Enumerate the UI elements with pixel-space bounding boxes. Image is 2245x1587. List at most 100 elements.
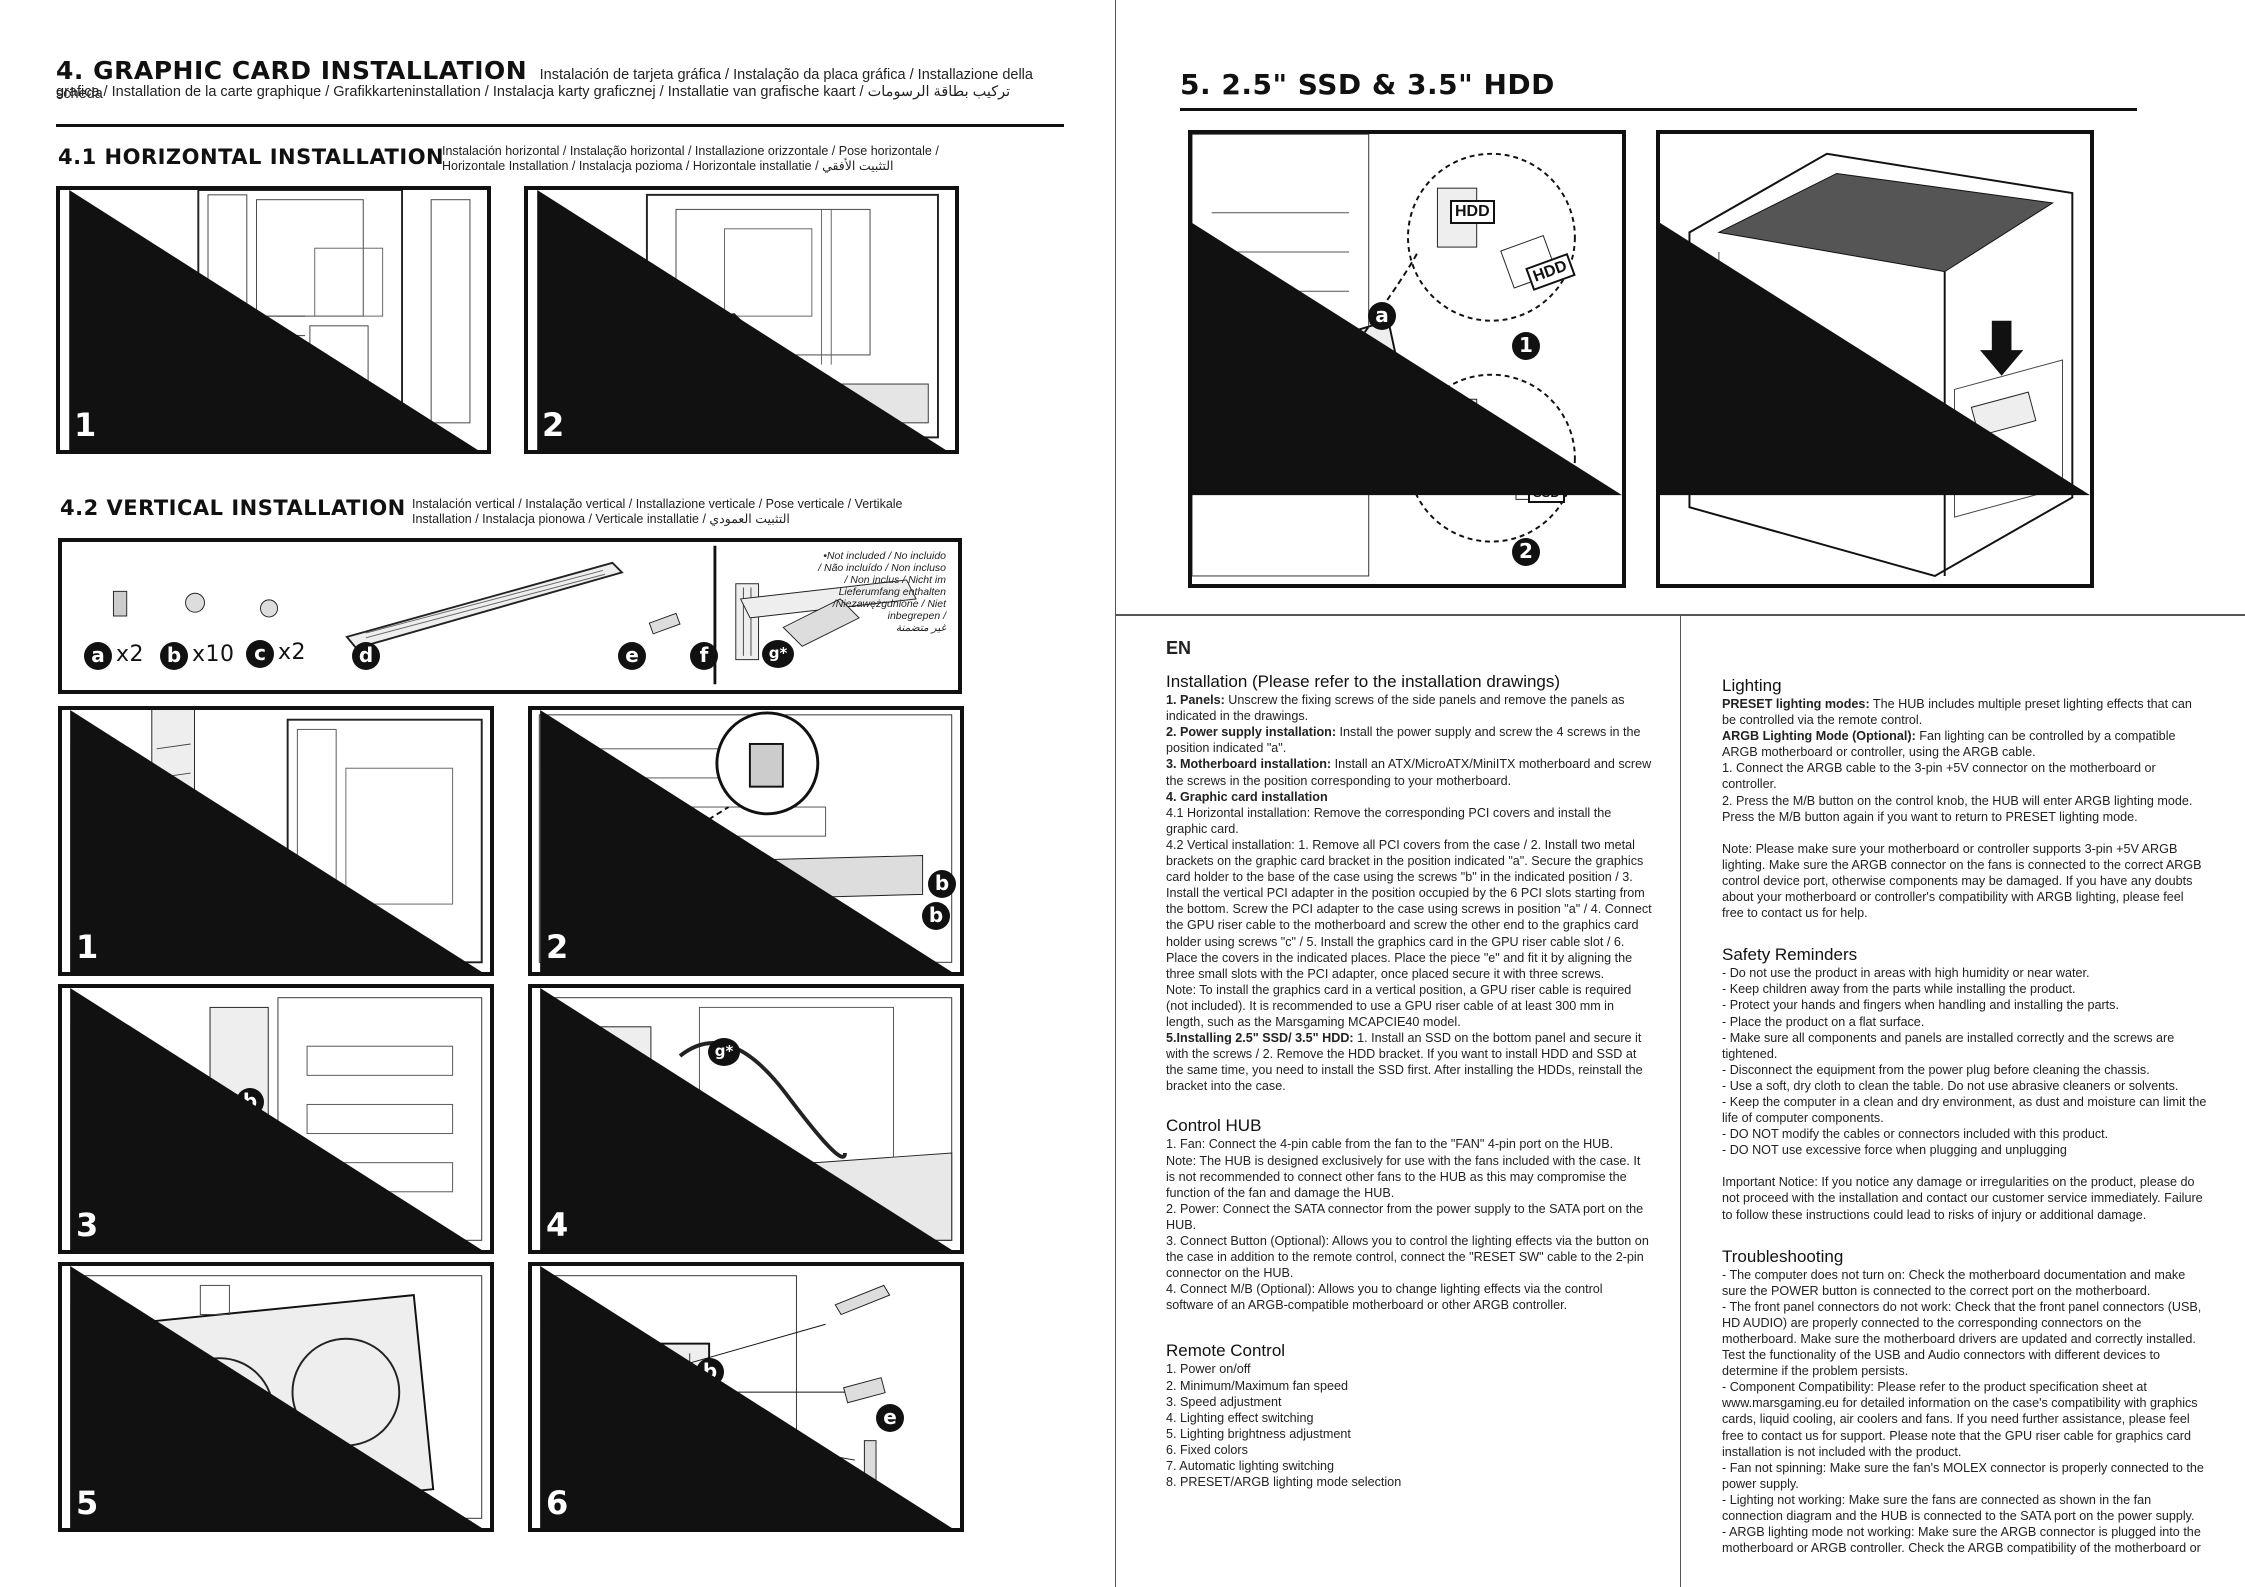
note-line: / Não incluído / Non incluso <box>818 562 946 574</box>
step-number: 4 <box>546 1206 569 1244</box>
note-line: inbegrepen / <box>887 610 946 622</box>
safety-item: - Make sure all components and panels ar… <box>1722 1030 2175 1061</box>
section41-title: 4.1 HORIZONTAL INSTALLATION <box>58 145 445 169</box>
part-a-badge: a <box>84 642 112 670</box>
section4-subtitle-b: grafica / Installation de la carte graph… <box>56 84 1011 100</box>
step-number: 2 <box>546 928 569 966</box>
horizontal-step-2-panel: 2 <box>524 186 959 454</box>
lighting-heading: Lighting <box>1722 676 1782 695</box>
control-hub-heading: Control HUB <box>1166 1116 1262 1136</box>
language-label: EN <box>1166 638 1192 658</box>
section42-subtitle-a: Instalación vertical / Instalação vertic… <box>412 497 903 511</box>
troubleshooting-item: - Lighting not working: Make sure the fa… <box>1722 1492 2195 1524</box>
step-number-bg <box>70 710 482 972</box>
important-notice: Important Notice: If you notice any dama… <box>1722 1175 2203 1222</box>
section5-title: 5. 2.5" SSD & 3.5" HDD <box>1180 68 1555 101</box>
vertical-step-4-panel: g* c c 4 <box>528 984 964 1254</box>
remote-control-heading: Remote Control <box>1166 1341 1286 1361</box>
lighting-line: ARGB Lighting Mode (Optional): Fan light… <box>1722 729 2176 760</box>
safety-item: - Protect your hands and fingers when ha… <box>1722 998 2119 1013</box>
installation-line: 4. Graphic card installation <box>1166 789 1328 804</box>
safety-item: - Place the product on a flat surface. <box>1722 1014 1925 1029</box>
step-number: 5 <box>76 1484 99 1522</box>
part-b-badge: b <box>160 642 188 670</box>
control-hub-line: Note: The HUB is designed exclusively fo… <box>1166 1153 1641 1200</box>
step-number: 1 <box>1208 538 1231 576</box>
note-line: /Niezawężgdnione / Niet <box>832 598 946 610</box>
installation-line: Note: To install the graphics card in a … <box>1166 982 1632 1029</box>
section5-rule <box>1180 108 2137 111</box>
section42-heading: 4.2 VERTICAL INSTALLATION <box>60 496 406 520</box>
note-line: / Non inclus / Nicht im <box>844 574 946 586</box>
installation-line: 4.2 Vertical installation: 1. Remove all… <box>1166 837 1652 981</box>
column-divider <box>1680 615 1681 1587</box>
storage-step-1-panel: HDD HDD HDD SSD 1 2 a a a a 1 <box>1188 130 1626 588</box>
installation-line: 2. Power supply installation: Install th… <box>1166 725 1641 756</box>
vertical-step-3-panel: f b b b 3 <box>58 984 494 1254</box>
installation-line: 4.1 Horizontal installation: Remove the … <box>1166 805 1612 836</box>
section41-heading: 4.1 HORIZONTAL INSTALLATION <box>58 145 444 169</box>
remote-control-item: 5. Lighting brightness adjustment <box>1166 1426 1351 1441</box>
section4-rule <box>56 124 1064 127</box>
part-e-badge: e <box>876 1404 904 1432</box>
vertical-step-1-panel: 1 <box>58 706 494 976</box>
note-line: غير متضمنة <box>895 622 946 634</box>
lighting-note: Note: Please make sure your motherboard … <box>1722 841 2202 921</box>
safety-item: - Do not use the product in areas with h… <box>1722 966 2090 981</box>
safety-item: - DO NOT modify the cables or connectors… <box>1722 1127 2109 1142</box>
step-number-bg <box>69 190 478 450</box>
note-line: Lieferumfang enthalten <box>838 586 946 598</box>
step-number-bg <box>1660 222 2090 496</box>
step-number: 6 <box>546 1484 569 1522</box>
step-number-bg <box>540 988 952 1250</box>
part-c-badge: c <box>246 640 274 668</box>
section41-subtitle: Instalación horizontal / Instalação hori… <box>442 144 939 174</box>
step-number-bg <box>70 1266 482 1528</box>
callout-2-badge: 2 <box>1512 538 1540 566</box>
step-number: 2 <box>1676 538 1699 576</box>
step-number-bg <box>537 190 946 450</box>
troubleshooting-item: - Fan not spinning: Make sure the fan's … <box>1722 1460 2204 1491</box>
vertical-step-5-panel: 5 <box>58 1262 494 1532</box>
callout-1-badge: 1 <box>1512 332 1540 360</box>
part-g-badge: g* <box>708 1038 740 1066</box>
part-f-badge: f <box>690 642 718 670</box>
en-column-2: Lighting PRESET lighting modes: The HUB … <box>1722 676 2208 1556</box>
troubleshooting-item: - Component Compatibility: Please refer … <box>1722 1380 2198 1459</box>
installation-line: 1. Panels: Unscrew the fixing screws of … <box>1166 693 1625 724</box>
remote-control-item: 2. Minimum/Maximum fan speed <box>1166 1378 1348 1393</box>
control-hub-line: 1. Fan: Connect the 4-pin cable from the… <box>1166 1137 1614 1152</box>
remote-control-item: 1. Power on/off <box>1166 1362 1251 1377</box>
hdd-label: HDD <box>1450 200 1495 224</box>
note-line: •Not included / No incluido <box>823 550 946 562</box>
safety-item: - Keep children away from the parts whil… <box>1722 982 2076 997</box>
section4-title: 4. GRAPHIC CARD INSTALLATION <box>56 56 528 85</box>
remote-control-item: 3. Speed adjustment <box>1166 1394 1282 1409</box>
horizontal-step-1-panel: 1 <box>56 186 491 454</box>
step-number-bg <box>1192 222 1622 496</box>
vertical-step-2-panel: b a a b b b 2 <box>528 706 964 976</box>
part-d-badge: d <box>352 642 380 670</box>
part-b-badge: b <box>928 870 956 898</box>
troubleshooting-item: - The front panel connectors do not work… <box>1722 1299 2202 1379</box>
troubleshooting-heading: Troubleshooting <box>1722 1246 1844 1266</box>
control-hub-line: 3. Connect Button (Optional): Allows you… <box>1166 1234 1649 1281</box>
section4-heading: 4. GRAPHIC CARD INSTALLATION Instalación… <box>56 56 1066 103</box>
section42-title: 4.2 VERTICAL INSTALLATION <box>60 496 406 520</box>
lighting-line: PRESET lighting modes: The HUB includes … <box>1722 697 2192 728</box>
parts-panel: a x2 b x10 c x2 d e f g* •Not included /… <box>58 538 962 694</box>
safety-item: - Keep the computer in a clean and dry e… <box>1722 1094 2207 1126</box>
part-b-badge: b <box>922 902 950 930</box>
step-number-bg <box>70 988 482 1250</box>
part-c-qty: x2 <box>278 640 307 665</box>
page-gutter <box>1115 0 1116 1587</box>
part-g-badge: g* <box>762 640 794 668</box>
lighting-line: 1. Connect the ARGB cable to the 3-pin +… <box>1722 761 2156 792</box>
step-number: 1 <box>76 928 99 966</box>
ssd-bottom-illustration <box>1688 152 2074 578</box>
part-e-badge: e <box>618 642 646 670</box>
vertical-step-6-panel: b b b e 6 <box>528 1262 964 1532</box>
part-b-qty: x10 <box>192 642 235 667</box>
control-hub-line: 2. Power: Connect the SATA connector fro… <box>1166 1201 1644 1232</box>
troubleshooting-item: - The computer does not turn on: Check t… <box>1722 1267 2186 1298</box>
